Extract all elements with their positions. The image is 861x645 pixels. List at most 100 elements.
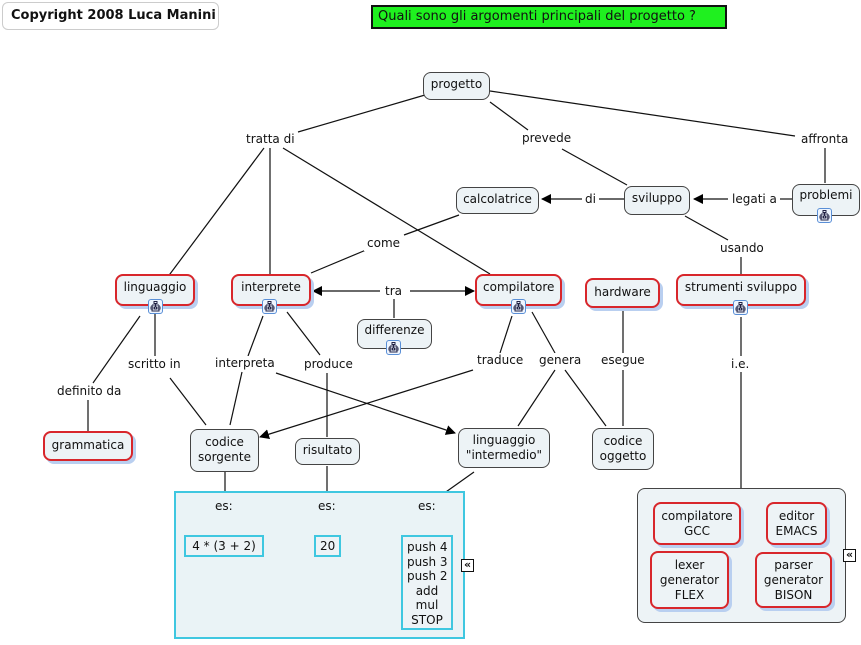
concept-grammatica[interactable]: grammatica — [43, 431, 133, 461]
link-label-interpreta: interpreta — [212, 356, 278, 371]
tool-compilatore-gcc[interactable]: compilatore GCC — [653, 502, 741, 545]
link-label-produce: produce — [301, 357, 356, 372]
concept-label: sviluppo — [631, 191, 683, 205]
concept-hardware[interactable]: hardware — [585, 278, 660, 308]
concept-label: linguaggio — [123, 280, 187, 294]
link-label-definito-da: definito da — [54, 384, 125, 399]
concept-label: strumenti sviluppo — [684, 280, 798, 294]
bytecode-line: add — [415, 583, 439, 598]
concept-label-line: sorgente — [197, 450, 251, 464]
submap-icon[interactable] — [511, 299, 526, 314]
concept-calcolatrice[interactable]: calcolatrice — [456, 187, 539, 214]
collapse-examples-icon[interactable]: « — [461, 559, 474, 572]
tool-parser-bison[interactable]: parser generator BISON — [755, 552, 832, 608]
concept-compilatore[interactable]: compilatore — [475, 274, 562, 306]
submap-icon[interactable] — [386, 340, 401, 355]
link-label-di: di — [582, 192, 599, 207]
tool-label-line: generator — [763, 573, 824, 587]
example-label: 4 * (3 + 2) — [192, 539, 256, 553]
tool-label-line: GCC — [683, 524, 711, 538]
submap-icon[interactable] — [817, 208, 832, 223]
concept-risultato[interactable]: risultato — [295, 438, 360, 465]
link-genera-intermedio — [517, 369, 556, 427]
link-progetto-prevede — [489, 101, 529, 131]
tool-label-line: parser — [774, 558, 813, 572]
collapse-tools-icon[interactable]: « — [843, 549, 856, 562]
example-label: 20 — [320, 539, 336, 553]
link-codice-scrittoin — [169, 377, 207, 426]
concept-label: risultato — [302, 443, 353, 457]
link-label-genera: genera — [536, 353, 585, 368]
link-interprete-produce — [286, 311, 321, 356]
submap-icon[interactable] — [733, 300, 748, 315]
concept-label: problemi — [799, 188, 853, 202]
tool-label-line: EMACS — [775, 524, 818, 538]
tool-label-line: BISON — [774, 588, 813, 602]
link-label-es: es: — [415, 499, 439, 514]
bytecode-line: mul — [415, 598, 439, 612]
concept-label: differenze — [364, 323, 425, 337]
bytecode-line: push 4 — [407, 540, 448, 554]
link-trattadi-linguaggio — [166, 147, 265, 279]
link-compilatore-genera — [531, 311, 556, 354]
link-trattadi-compilatore — [282, 147, 491, 275]
concept-label: calcolatrice — [463, 192, 532, 206]
link-label-scritto-in: scritto in — [125, 357, 184, 372]
concept-label: progetto — [430, 77, 483, 91]
tool-label-line: lexer — [674, 558, 705, 572]
link-interprete-interpreta — [247, 315, 264, 357]
tool-label-line: FLEX — [674, 588, 705, 602]
link-compilatore-traduce — [499, 315, 513, 354]
concept-codice-oggetto[interactable]: codice oggetto — [592, 428, 654, 470]
concept-label-line: codice — [205, 435, 244, 449]
link-traduce-codice — [259, 369, 474, 440]
concept-codice-sorgente[interactable]: codice sorgente — [190, 429, 259, 472]
link-label-es: es: — [315, 499, 339, 514]
link-label-prevede: prevede — [519, 131, 575, 146]
link-label-esegue: esegue — [598, 353, 648, 368]
link-label-traduce: traduce — [474, 353, 527, 368]
link-label-come: come — [364, 236, 404, 251]
link-progetto-affronta — [489, 90, 796, 137]
bytecode-line: STOP — [411, 612, 443, 627]
example-result[interactable]: 20 — [314, 535, 341, 557]
link-label-es: es: — [212, 499, 236, 514]
tool-lexer-flex[interactable]: lexer generator FLEX — [650, 551, 729, 609]
bytecode-line: push 3 — [407, 554, 448, 569]
concept-label: hardware — [594, 285, 651, 299]
link-label-ie: i.e. — [728, 357, 753, 372]
example-expression[interactable]: 4 * (3 + 2) — [184, 535, 264, 557]
link-genera-oggetto — [564, 369, 607, 427]
link-label-tra: tra — [382, 284, 405, 299]
tool-editor-emacs[interactable]: editor EMACS — [766, 502, 827, 545]
concept-linguaggio-intermedio[interactable]: linguaggio "intermedio" — [458, 428, 550, 468]
concept-label-line: linguaggio — [472, 433, 536, 447]
link-linguaggio-definitoda — [92, 315, 141, 384]
link-come-interprete — [310, 249, 367, 274]
focus-question: Quali sono gli argomenti principali del … — [371, 5, 727, 29]
copyright-label: Copyright 2008 Luca Manini — [2, 2, 219, 30]
concept-label-line: codice — [603, 434, 643, 448]
submap-icon[interactable] — [262, 299, 277, 314]
link-label-affronta: affronta — [798, 132, 852, 147]
bytecode-line: push 2 — [407, 569, 448, 583]
concept-label: interprete — [241, 280, 301, 294]
tool-label-line: compilatore — [661, 509, 733, 523]
link-interpreta-intermedio — [275, 372, 456, 435]
tool-label-line: editor — [778, 509, 815, 523]
link-progetto-trattadi — [297, 94, 426, 133]
tool-label-line: generator — [659, 573, 720, 587]
link-label-tratta-di: tratta di — [243, 132, 298, 147]
link-label-legati-a: legati a — [729, 192, 780, 207]
example-bytecode[interactable]: push 4 push 3 push 2 add mul STOP — [401, 535, 453, 630]
concept-sviluppo[interactable]: sviluppo — [624, 186, 690, 215]
concept-label: compilatore — [483, 280, 555, 294]
link-prevede-sviluppo — [561, 148, 628, 186]
concept-label-line: "intermedio" — [465, 448, 543, 462]
link-label-usando: usando — [717, 241, 767, 256]
submap-icon[interactable] — [148, 299, 163, 314]
link-sviluppo-usando — [684, 215, 729, 241]
concept-label: grammatica — [51, 438, 125, 452]
link-calcolatrice-come — [403, 214, 460, 236]
concept-progetto[interactable]: progetto — [423, 72, 490, 100]
